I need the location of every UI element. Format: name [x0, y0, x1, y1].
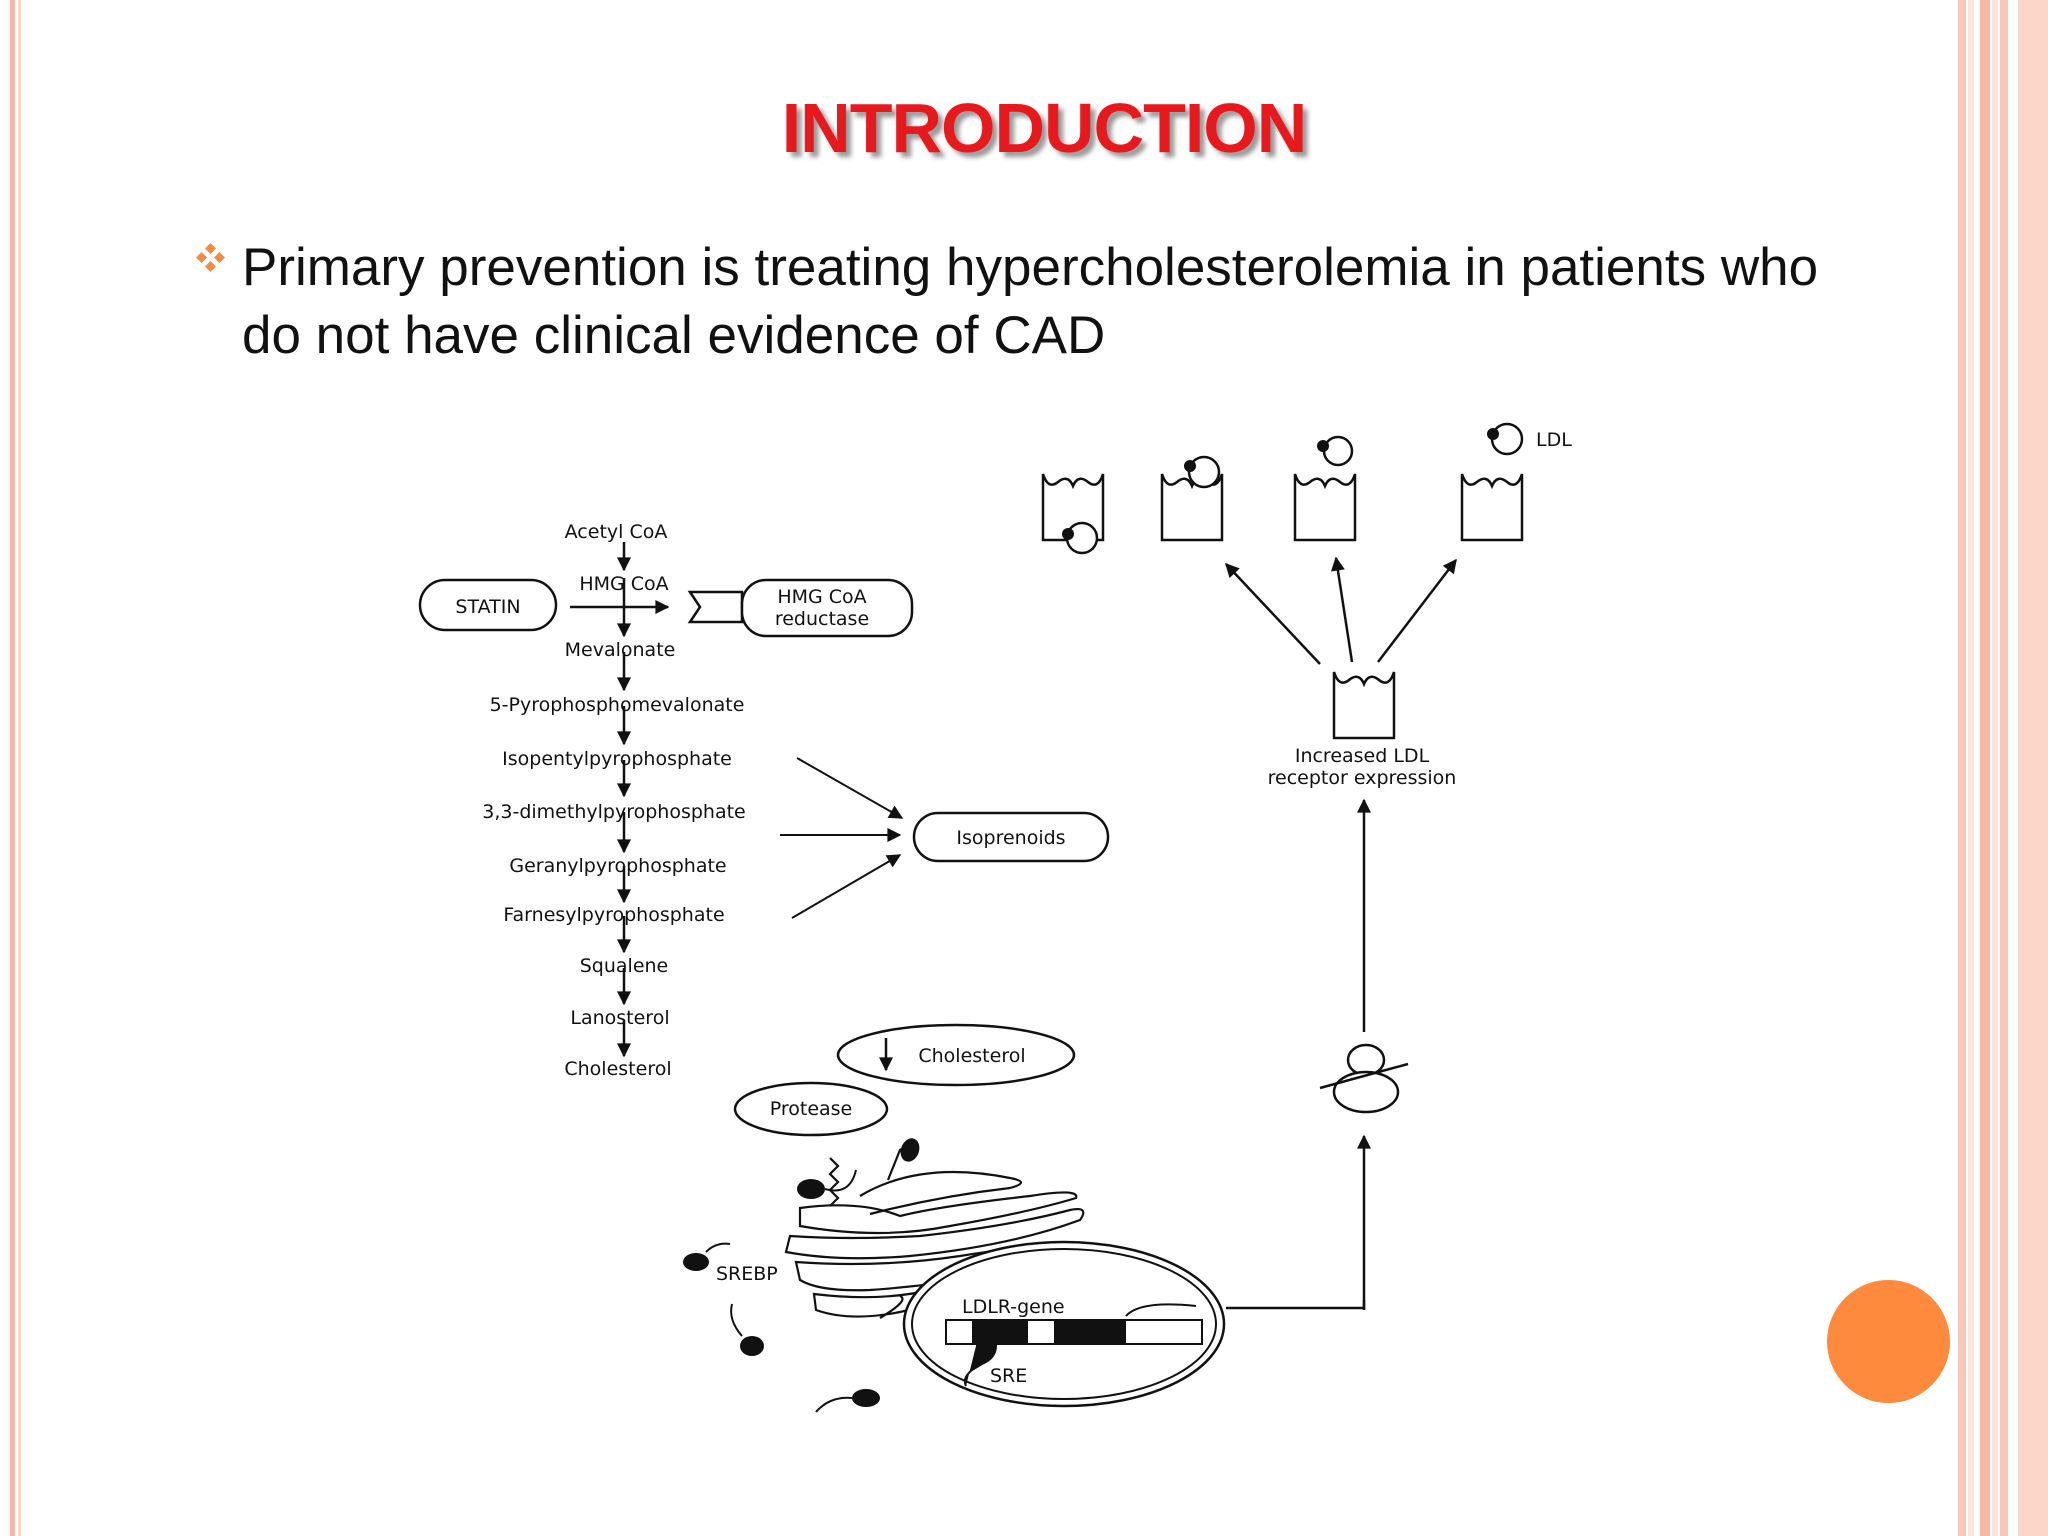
receptor-arrow — [1330, 556, 1354, 663]
srebp-label: SREBP — [716, 1263, 778, 1285]
accent-circle — [1827, 1280, 1950, 1403]
gene-exon — [1054, 1320, 1126, 1344]
pathway-step: Acetyl CoA — [565, 521, 668, 543]
ribosome-icon — [1319, 1043, 1409, 1114]
mrna-strand — [1125, 1303, 1197, 1317]
pathway-step: 3,3-dimethylpyrophosphate — [482, 801, 745, 823]
pathway-step: 5-Pyrophosphomevalonate — [490, 694, 745, 716]
protease-label: Protease — [770, 1098, 853, 1120]
frame-stripe-left-2 — [18, 0, 21, 1536]
isoprenoids-box — [912, 811, 1110, 863]
frame-stripe-2 — [1968, 0, 1974, 1536]
gene-exon — [972, 1320, 1028, 1344]
receptor-label-line1: Increased LDL — [1295, 745, 1430, 767]
pathway-step: HMG CoA — [579, 573, 668, 595]
receptor-arrow — [1225, 562, 1321, 665]
frame-stripe-left-1 — [10, 0, 15, 1536]
ldl-receptor — [1460, 473, 1524, 542]
cholesterol-low-box — [836, 1023, 1076, 1087]
hmg-coa-reductase-box — [740, 578, 914, 638]
enzyme-notch — [687, 590, 744, 624]
ldlr-gene-label: LDLR-gene — [962, 1296, 1065, 1318]
ldl-receptor-center — [1332, 671, 1396, 740]
bullet-text: Primary prevention is treating hyperchol… — [242, 238, 1819, 365]
protease-box — [733, 1081, 889, 1137]
ldl-particle — [1187, 455, 1221, 489]
isoprenoid-arrow — [796, 757, 904, 819]
sre-label: SRE — [990, 1365, 1027, 1387]
ldl-particle — [1322, 435, 1354, 467]
diamond-quad-bullet-icon — [196, 243, 225, 272]
pathway-step: Lanosterol — [570, 1007, 669, 1029]
ldl-receptor — [1160, 473, 1224, 542]
statin-box — [418, 578, 558, 632]
isoprenoids-label: Isoprenoids — [956, 827, 1065, 849]
statin-label: STATIN — [455, 596, 520, 618]
enzyme-label-line2: reductase — [775, 608, 869, 630]
pathway-step: Cholesterol — [564, 1058, 671, 1080]
ldl-label: LDL — [1536, 429, 1572, 451]
gene-connector — [1226, 1300, 1366, 1310]
ldl-receptor — [1293, 473, 1357, 542]
frame-stripe-3 — [1980, 0, 1990, 1536]
srebp-particles — [683, 1138, 991, 1407]
ldl-particle — [1490, 422, 1524, 456]
pathway-step: Isopentylpyrophosphate — [502, 748, 732, 770]
receptor-label-line2: receptor expression — [1268, 767, 1457, 789]
isoprenoid-arrow — [791, 854, 902, 919]
pathway-step: Mevalonate — [565, 639, 676, 661]
frame-stripe-1 — [1958, 0, 1966, 1536]
pathway-step: Geranylpyrophosphate — [509, 855, 726, 877]
frame-stripe-6 — [2018, 0, 2048, 1536]
nucleus-inner — [911, 1248, 1217, 1400]
sre-bound-srebp — [963, 1345, 998, 1387]
enzyme-label-line1: HMG CoA — [777, 586, 866, 608]
slide-title: INTRODUCTION — [781, 89, 1308, 167]
cholesterol-low-label: Cholesterol — [918, 1045, 1025, 1067]
pathway-step: Squalene — [580, 955, 669, 977]
frame-stripe-4 — [1992, 0, 1998, 1536]
frame-stripe-5 — [2000, 0, 2008, 1536]
receptor-arrow — [1377, 558, 1457, 663]
pathway-step: Farnesylpyrophosphate — [503, 904, 724, 926]
